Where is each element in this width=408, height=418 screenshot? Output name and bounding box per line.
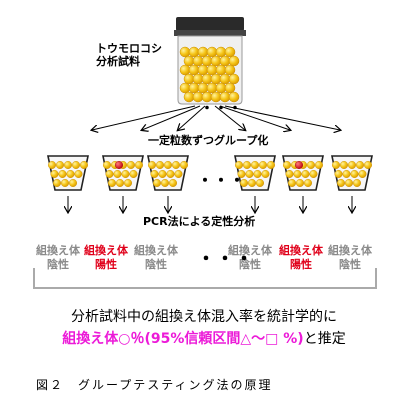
down-arrows xyxy=(68,196,352,212)
summary-line2: 組換え体○％(95%信頼区間△～□ %)と推定 xyxy=(0,328,408,348)
result-negative: 組換え体陰性 xyxy=(34,244,82,272)
result-line2: 陰性 xyxy=(339,257,361,271)
cup-icon xyxy=(331,155,373,191)
result-line1: 組換え体 xyxy=(36,244,80,257)
ellipsis-top: ・・・ xyxy=(200,101,242,117)
cup-icon xyxy=(282,155,324,191)
result-line1: 組換え体 xyxy=(84,244,128,257)
summary-tail: と推定 xyxy=(303,331,346,347)
result-line1: 組換え体 xyxy=(328,244,372,257)
result-positive: 組換え体陽性 xyxy=(277,244,325,272)
positive-kernel-icon xyxy=(295,160,304,169)
pcr-label: PCR法による定性分析 xyxy=(143,215,256,228)
cups xyxy=(47,155,373,191)
result-negative: 組換え体陰性 xyxy=(226,244,274,272)
positive-kernel-icon xyxy=(114,160,123,169)
results-bracket xyxy=(33,268,377,289)
cup-icon xyxy=(234,155,276,191)
result-line2: 陰性 xyxy=(47,257,69,271)
ellipsis-cups: ・・・ xyxy=(197,171,246,190)
result-line1: 組換え体 xyxy=(279,244,323,257)
result-line1: 組換え体 xyxy=(228,244,272,257)
grouping-label: 一定粒数ずつグループ化 xyxy=(148,134,269,147)
summary-estimate: 組換え体○％(95%信頼区間△～□ %) xyxy=(62,331,304,347)
ellipsis-results: ・・・ xyxy=(197,249,254,270)
sample-label: トウモロコシ 分析試料 xyxy=(96,42,166,68)
result-negative: 組換え体陰性 xyxy=(326,244,374,272)
sample-jar-icon xyxy=(174,17,246,105)
figure-caption: 図２ グループテスティング法の原理 xyxy=(36,378,273,392)
cup-icon xyxy=(47,155,89,191)
result-line2: 陽性 xyxy=(290,257,312,271)
cup-icon xyxy=(147,155,189,191)
result-line2: 陽性 xyxy=(95,257,117,271)
result-negative: 組換え体陰性 xyxy=(132,244,180,272)
result-line2: 陰性 xyxy=(145,257,167,271)
result-line2: 陰性 xyxy=(239,257,261,271)
sample-label-line1: トウモロコシ xyxy=(96,42,162,55)
result-positive: 組換え体陽性 xyxy=(82,244,130,272)
cup-icon xyxy=(102,155,144,191)
fanout-arrows xyxy=(92,105,340,130)
result-line1: 組換え体 xyxy=(134,244,178,257)
summary-line1: 分析試料中の組換え体混入率を統計学的に xyxy=(71,309,337,325)
sample-label-line2: 分析試料 xyxy=(96,55,140,69)
